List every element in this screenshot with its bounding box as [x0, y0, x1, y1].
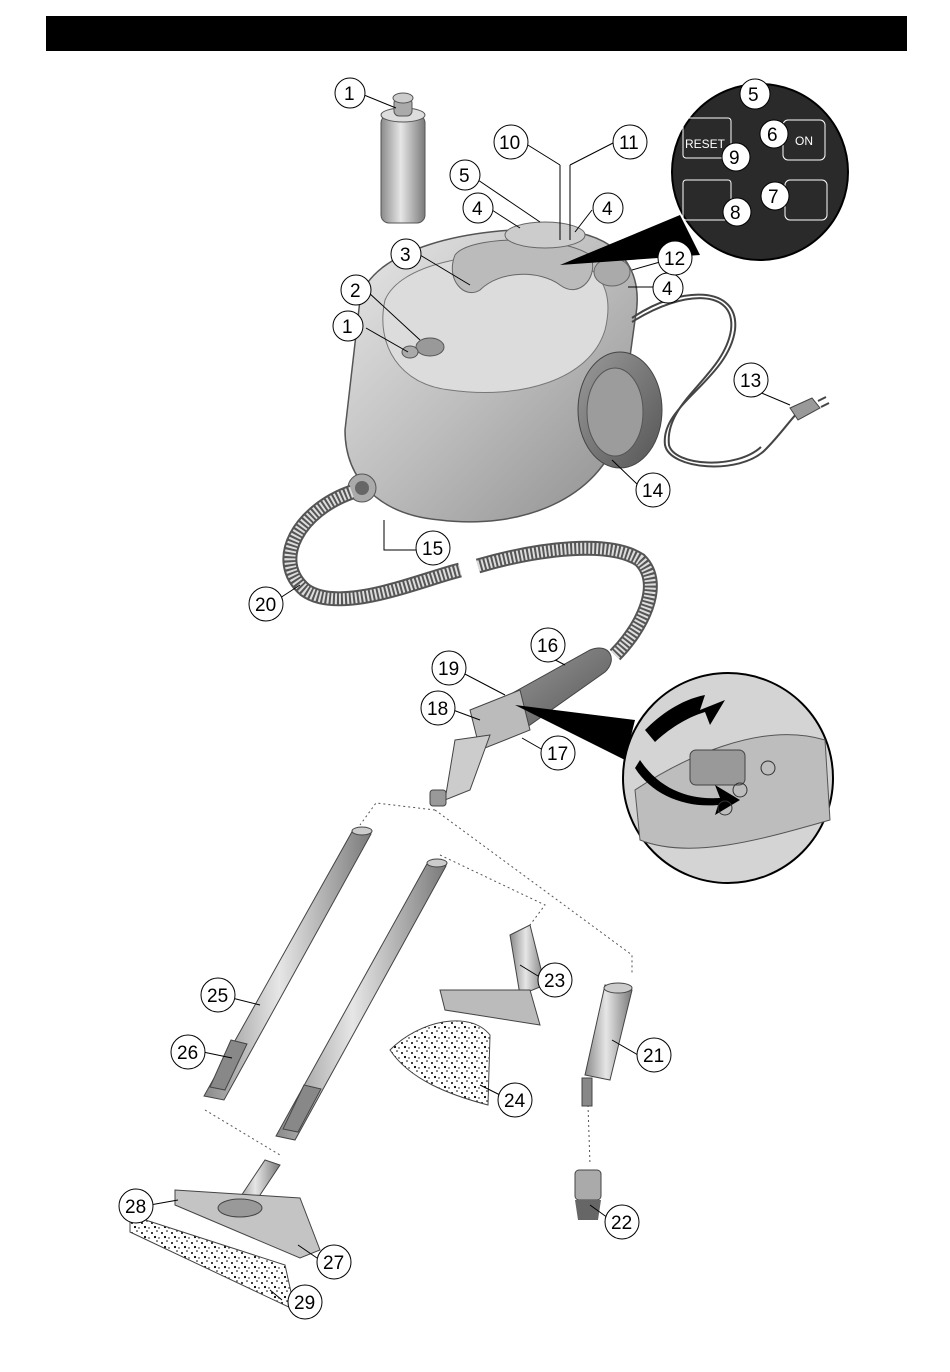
- callout-28: 28: [119, 1189, 153, 1223]
- svg-text:4: 4: [472, 199, 483, 220]
- svg-text:1: 1: [344, 84, 355, 105]
- svg-text:19: 19: [438, 659, 459, 680]
- callout-5: 5: [450, 160, 480, 190]
- svg-text:17: 17: [547, 744, 568, 765]
- callout-1-body: 1: [333, 311, 363, 341]
- callout-26: 26: [171, 1035, 205, 1069]
- filter-cartridge: [381, 93, 425, 223]
- callout-1-cartridge: 1: [335, 78, 365, 108]
- svg-text:24: 24: [504, 1091, 526, 1112]
- panel-number-7: 7: [768, 187, 779, 208]
- callout-3: 3: [391, 239, 421, 269]
- callout-17: 17: [541, 736, 575, 770]
- svg-text:5: 5: [459, 166, 470, 187]
- callout-23: 23: [538, 963, 572, 997]
- callout-18: 18: [421, 691, 455, 725]
- svg-text:16: 16: [537, 636, 558, 657]
- detail-nozzle: [582, 983, 632, 1106]
- switch-zoom: [515, 673, 833, 883]
- panel-number-9: 9: [729, 148, 740, 169]
- svg-text:23: 23: [544, 971, 565, 992]
- svg-text:12: 12: [664, 249, 685, 270]
- svg-text:1: 1: [342, 317, 353, 338]
- callout-4-side: 4: [653, 273, 683, 303]
- svg-text:20: 20: [255, 595, 276, 616]
- callout-29: 29: [288, 1285, 322, 1319]
- hand-nozzle: [390, 925, 545, 1105]
- callout-2: 2: [341, 275, 371, 305]
- svg-text:4: 4: [662, 279, 673, 300]
- callout-16: 16: [531, 628, 565, 662]
- callout-24: 24: [498, 1083, 532, 1117]
- panel-number-8: 8: [730, 203, 741, 224]
- svg-text:11: 11: [619, 133, 639, 154]
- svg-text:21: 21: [643, 1046, 664, 1067]
- callout-10: 10: [494, 125, 528, 159]
- svg-text:3: 3: [400, 245, 411, 266]
- callout-13: 13: [734, 363, 768, 397]
- reset-label: RESET: [685, 137, 726, 151]
- on-label: ON: [795, 134, 813, 148]
- callout-19: 19: [432, 651, 466, 685]
- svg-text:25: 25: [207, 986, 228, 1007]
- callout-15: 15: [416, 531, 450, 565]
- callout-20: 20: [249, 587, 283, 621]
- svg-text:4: 4: [602, 199, 613, 220]
- callout-25: 25: [201, 978, 235, 1012]
- svg-text:26: 26: [177, 1043, 198, 1064]
- svg-text:14: 14: [642, 481, 664, 502]
- svg-text:15: 15: [422, 539, 443, 560]
- callout-11: 11: [613, 125, 647, 159]
- callout-12: 12: [658, 241, 692, 275]
- callout-14: 14: [636, 473, 670, 507]
- callout-4-right: 4: [593, 193, 623, 223]
- svg-text:10: 10: [499, 133, 520, 154]
- steam-cleaner-body: [345, 222, 662, 522]
- svg-text:28: 28: [125, 1197, 146, 1218]
- power-plug: [790, 397, 829, 420]
- extension-tubes: [204, 827, 447, 1140]
- power-cord: [632, 295, 800, 467]
- svg-text:27: 27: [323, 1253, 344, 1274]
- callout-27: 27: [317, 1245, 351, 1279]
- svg-text:13: 13: [740, 371, 761, 392]
- round-brush: [575, 1170, 601, 1220]
- svg-text:22: 22: [611, 1213, 632, 1234]
- panel-number-6: 6: [767, 125, 778, 146]
- panel-number-5: 5: [748, 85, 759, 106]
- callout-22: 22: [605, 1205, 639, 1239]
- control-panel-zoom: RESET ON 5 6 7 8 9: [560, 79, 848, 265]
- svg-text:18: 18: [427, 699, 448, 720]
- svg-text:2: 2: [350, 281, 361, 302]
- callout-4-left: 4: [463, 193, 493, 223]
- svg-text:29: 29: [294, 1293, 315, 1314]
- callout-21: 21: [637, 1038, 671, 1072]
